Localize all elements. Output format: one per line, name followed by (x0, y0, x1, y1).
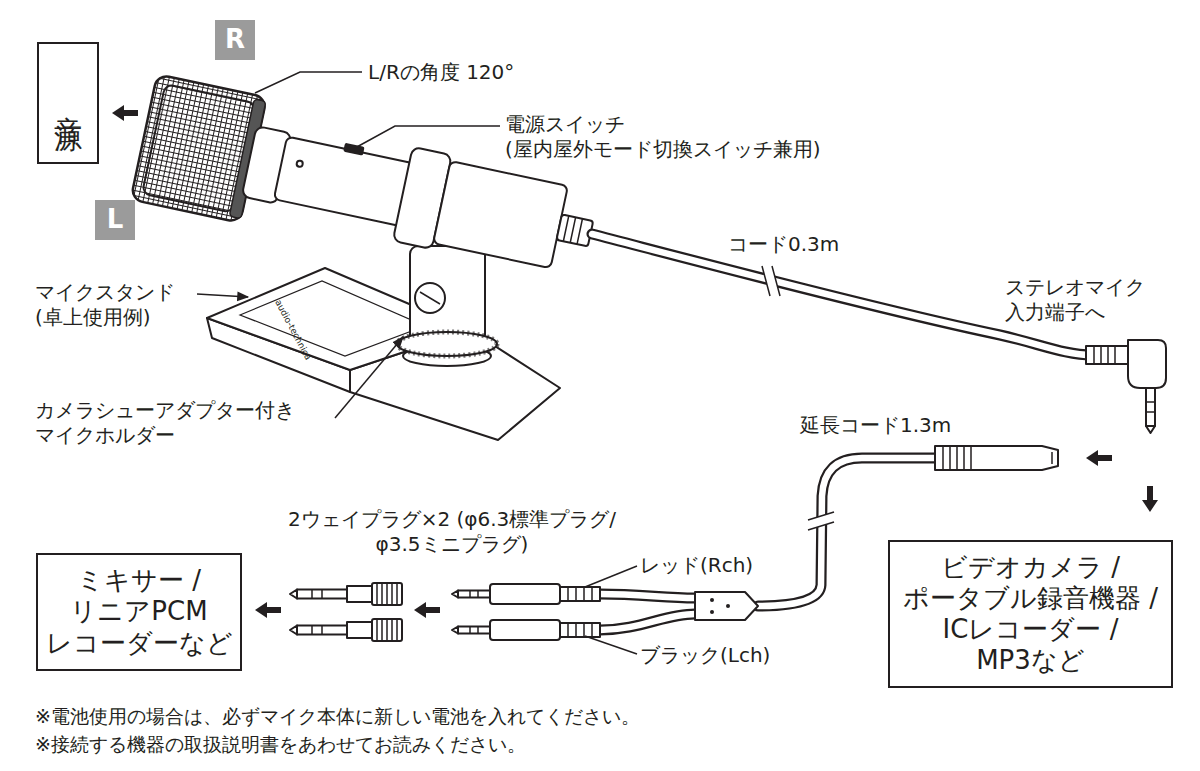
line-art (808, 512, 834, 530)
source-box: 音源 (37, 42, 99, 164)
line-art (397, 332, 497, 356)
line-art (410, 246, 485, 343)
line-art (296, 160, 303, 167)
footnote: ※接続する機器の取扱説明書をあわせてお読みください。 (35, 733, 526, 757)
node-text: ミキサー / リニアPCM レコーダーなど (39, 565, 239, 659)
line-art (710, 598, 714, 602)
mic-holder (397, 246, 497, 366)
line-art (335, 337, 403, 418)
line-art (433, 161, 568, 268)
device-box: ミキサー / リニアPCM レコーダーなど (36, 553, 242, 671)
line-art (943, 446, 971, 470)
line-art (935, 446, 1058, 470)
line-art (762, 266, 780, 296)
line-art (1086, 346, 1128, 364)
line-art (585, 636, 637, 654)
line-art (415, 283, 445, 313)
node-text: L (107, 204, 124, 235)
footnote: ※電池使用の場合は、必ずマイク本体に新しい電池を入れてください。 (35, 705, 640, 729)
line-art (414, 602, 440, 618)
line-art (600, 594, 695, 598)
line-art (397, 332, 497, 356)
line-art (1146, 388, 1155, 426)
standard-plug-adapter (290, 619, 402, 641)
line-art (726, 604, 730, 608)
line-art (420, 292, 440, 304)
stereo-mini-plug (1086, 340, 1166, 433)
line-art (557, 214, 594, 246)
node-text: R (225, 24, 245, 55)
line-art (1051, 452, 1053, 464)
line-art (585, 566, 637, 587)
dimension-label: コード0.3m (728, 232, 839, 257)
signal-label: レッド(Rch) (640, 553, 753, 578)
line-art (1086, 450, 1112, 466)
angle-note: L/Rの角度 120° (368, 60, 514, 85)
line-art (1094, 346, 1115, 364)
channel-tag: R (215, 20, 255, 60)
line-art (197, 294, 248, 297)
part-label: カメラシューアダプター付き マイクホルダー (35, 398, 315, 448)
line-art (255, 602, 281, 618)
line-art (563, 216, 582, 244)
part-label: 2ウェイプラグ×2 (φ6.3標準プラグ/φ3.5ミニプラグ) (262, 507, 642, 557)
y-splitter (600, 592, 758, 630)
mini-plug (452, 620, 600, 640)
signal-label: ブラック(Lch) (640, 643, 770, 668)
line-art (355, 126, 500, 148)
part-label: 電源スイッチ (屋内屋外モード切換スイッチ兼用) (505, 112, 855, 162)
line-art (695, 592, 758, 620)
dimension-label: 延長コード1.3m (800, 413, 951, 438)
stereo-microphone (131, 74, 605, 294)
line-art (112, 105, 138, 121)
line-art (274, 137, 414, 227)
part-label: ステレオマイク 入力端子へ (1005, 275, 1180, 325)
line-art (1146, 402, 1155, 412)
line-art (808, 512, 834, 530)
line-art (255, 72, 362, 93)
line-art (131, 74, 267, 222)
part-label: マイクスタンド (卓上使用例) (35, 280, 210, 330)
line-art (600, 594, 695, 598)
line-art (1128, 340, 1166, 388)
channel-tag: L (95, 200, 135, 240)
node-text: ビデオカメラ / ポータブル録音機器 / ICレコーダー / MP3など (896, 552, 1166, 677)
device-box: ビデオカメラ / ポータブル録音機器 / ICレコーダー / MP3など (888, 540, 1173, 688)
node-text: 音源 (51, 93, 85, 113)
line-art (600, 614, 695, 630)
line-art (600, 614, 695, 630)
line-art (762, 266, 780, 296)
line-art (710, 610, 714, 614)
standard-plug-adapter (290, 583, 402, 605)
line-art (1142, 486, 1158, 512)
line-art (1146, 426, 1155, 433)
mini-plug (452, 584, 600, 604)
